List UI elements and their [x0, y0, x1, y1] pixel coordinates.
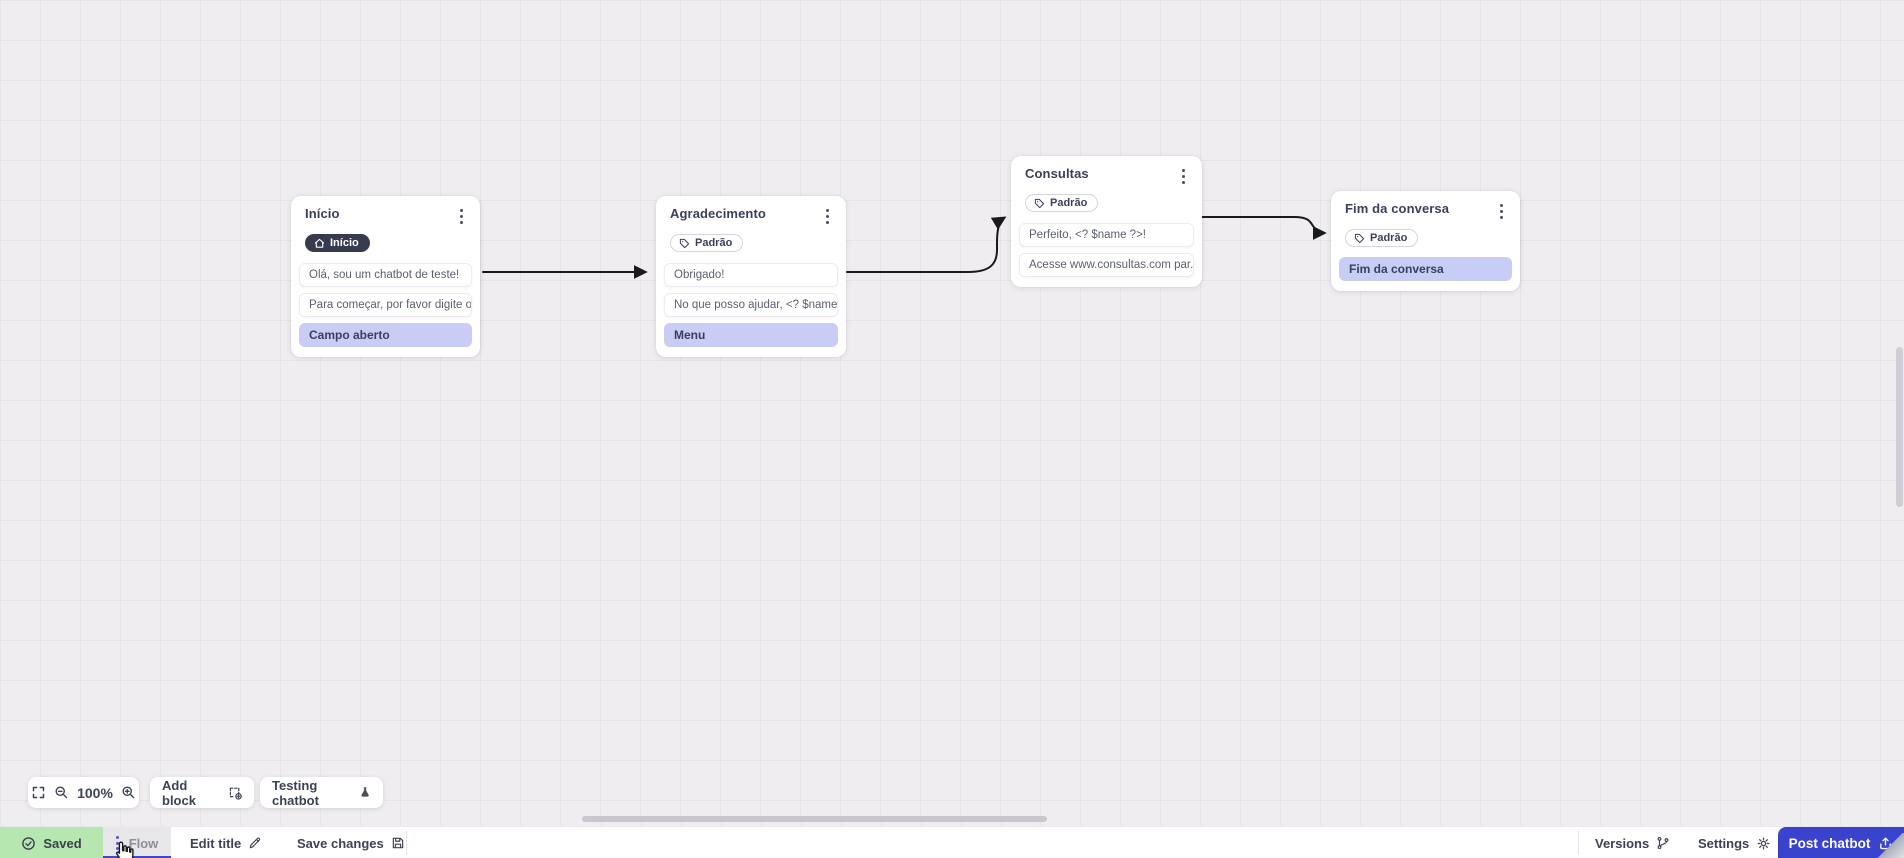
tag-icon	[1034, 198, 1045, 208]
node-title: Início	[305, 206, 340, 221]
tag-icon	[679, 238, 690, 248]
zoom-out-button[interactable]	[54, 785, 69, 800]
node-menu-button[interactable]	[457, 207, 466, 226]
settings-button[interactable]: Settings	[1698, 827, 1771, 858]
tab-flow[interactable]: Flow	[103, 827, 171, 858]
vertical-scrollbar[interactable]	[1896, 347, 1903, 507]
check-circle-icon	[22, 836, 36, 850]
gear-icon	[1757, 837, 1770, 849]
divider	[1578, 831, 1579, 855]
divider	[406, 831, 407, 855]
add-block-label: Add block	[162, 777, 196, 808]
zoom-level: 100%	[77, 784, 113, 801]
edge-consultas-fim	[1201, 216, 1327, 240]
flow-tab-menu-icon[interactable]	[115, 836, 119, 850]
flow-tab-label: Flow	[128, 835, 159, 851]
node-consultas[interactable]: Consultas Padrão Perfeito, <? $name ?>! …	[1011, 156, 1202, 287]
upload-icon	[1880, 837, 1892, 849]
badge-label: Início	[330, 237, 359, 249]
edge-agradecimento-consultas	[846, 216, 1007, 273]
edit-title-label: Edit title	[190, 835, 242, 851]
bottom-bar: Saved Flow Edit title Save changes Versi…	[0, 826, 1904, 858]
message-item[interactable]: No que posso ajudar, <? $name ...	[664, 292, 838, 317]
message-item[interactable]: Acesse www.consultas.com par...	[1019, 252, 1194, 277]
edit-title-button[interactable]: Edit title	[190, 827, 262, 858]
versions-button[interactable]: Versions	[1595, 827, 1670, 858]
post-chatbot-label: Post chatbot	[1788, 835, 1871, 851]
node-title: Agradecimento	[670, 206, 766, 221]
fit-screen-icon	[32, 786, 45, 799]
post-chatbot-button[interactable]: Post chatbot	[1778, 827, 1904, 858]
badge-label: Padrão	[1370, 232, 1408, 244]
add-block-button[interactable]: Add block	[150, 777, 254, 808]
testing-chatbot-button[interactable]: Testing chatbot	[260, 777, 383, 808]
node-inicio[interactable]: Início Início Olá, sou um chatbot de tes…	[291, 196, 480, 357]
versions-label: Versions	[1595, 835, 1650, 851]
node-menu-button[interactable]	[1179, 167, 1188, 186]
node-title: Consultas	[1025, 166, 1089, 181]
zoom-in-icon	[122, 786, 135, 799]
node-title: Fim da conversa	[1345, 201, 1450, 216]
node-type-badge: Padrão	[1345, 229, 1419, 247]
saved-label: Saved	[43, 835, 82, 851]
save-changes-label: Save changes	[297, 835, 384, 851]
testing-chatbot-label: Testing chatbot	[272, 777, 319, 808]
add-block-icon	[229, 787, 242, 800]
saved-status-badge: Saved	[0, 827, 103, 858]
menu-item[interactable]: Menu	[664, 322, 838, 347]
save-changes-button[interactable]: Save changes	[297, 827, 405, 858]
message-item[interactable]: Olá, sou um chatbot de teste!	[299, 262, 472, 287]
message-item[interactable]: Obrigado!	[664, 262, 838, 287]
fit-screen-button[interactable]	[31, 785, 46, 800]
badge-label: Padrão	[695, 237, 733, 249]
node-type-badge: Início	[305, 234, 370, 252]
save-icon	[392, 837, 403, 849]
node-agradecimento[interactable]: Agradecimento Padrão Obrigado! No que po…	[656, 196, 846, 357]
message-item[interactable]: Perfeito, <? $name ?>!	[1019, 222, 1194, 247]
message-item[interactable]: Para começar, por favor digite o ...	[299, 292, 472, 317]
badge-label: Padrão	[1050, 197, 1088, 209]
zoom-in-button[interactable]	[121, 785, 136, 800]
home-icon	[314, 238, 325, 248]
open-field-item[interactable]: Campo aberto	[299, 322, 472, 347]
tag-icon	[1354, 233, 1365, 243]
flask-icon	[361, 787, 369, 797]
node-fim-da-conversa[interactable]: Fim da conversa Padrão Fim da conversa	[1331, 191, 1520, 291]
zoom-toolbar: 100%	[28, 777, 139, 808]
node-menu-button[interactable]	[823, 207, 832, 226]
settings-label: Settings	[1698, 835, 1750, 851]
branch-icon	[1657, 836, 1669, 850]
end-conversation-item[interactable]: Fim da conversa	[1339, 256, 1512, 281]
pencil-icon	[250, 837, 261, 849]
horizontal-scrollbar[interactable]	[582, 816, 1047, 822]
node-menu-button[interactable]	[1497, 202, 1506, 221]
node-type-badge: Padrão	[670, 234, 744, 252]
node-type-badge: Padrão	[1025, 194, 1099, 212]
zoom-out-icon	[55, 786, 68, 799]
